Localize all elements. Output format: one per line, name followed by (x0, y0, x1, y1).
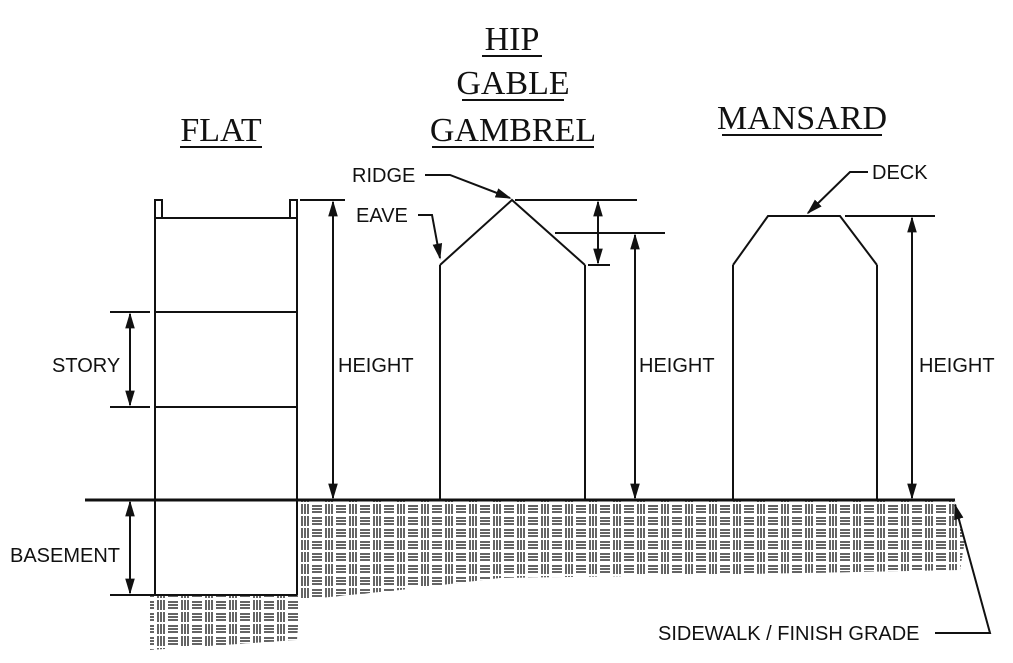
label-deck: DECK (872, 162, 928, 184)
sidewalk-leader (935, 503, 992, 634)
flat-building (110, 199, 345, 596)
deck-leader (806, 171, 868, 215)
title-gambrel: GAMBREL (430, 112, 596, 149)
title-hip: HIP (485, 21, 540, 58)
label-height-gable: HEIGHT (639, 355, 715, 377)
title-gable: GABLE (456, 65, 569, 102)
label-height-flat: HEIGHT (338, 355, 414, 377)
eave-leader (418, 214, 443, 260)
ground-hatch (150, 500, 965, 650)
title-flat: FLAT (180, 112, 261, 149)
label-eave: EAVE (356, 205, 408, 227)
label-sidewalk-finish-grade: SIDEWALK / FINISH GRADE (658, 623, 920, 645)
mansard-building (732, 215, 935, 500)
ridge-leader (425, 174, 512, 199)
label-ridge: RIDGE (352, 165, 415, 187)
gable-building (439, 198, 665, 500)
label-height-mansard: HEIGHT (919, 355, 995, 377)
label-story: STORY (52, 355, 120, 377)
title-mansard: MANSARD (717, 100, 887, 137)
label-basement: BASEMENT (10, 545, 120, 567)
